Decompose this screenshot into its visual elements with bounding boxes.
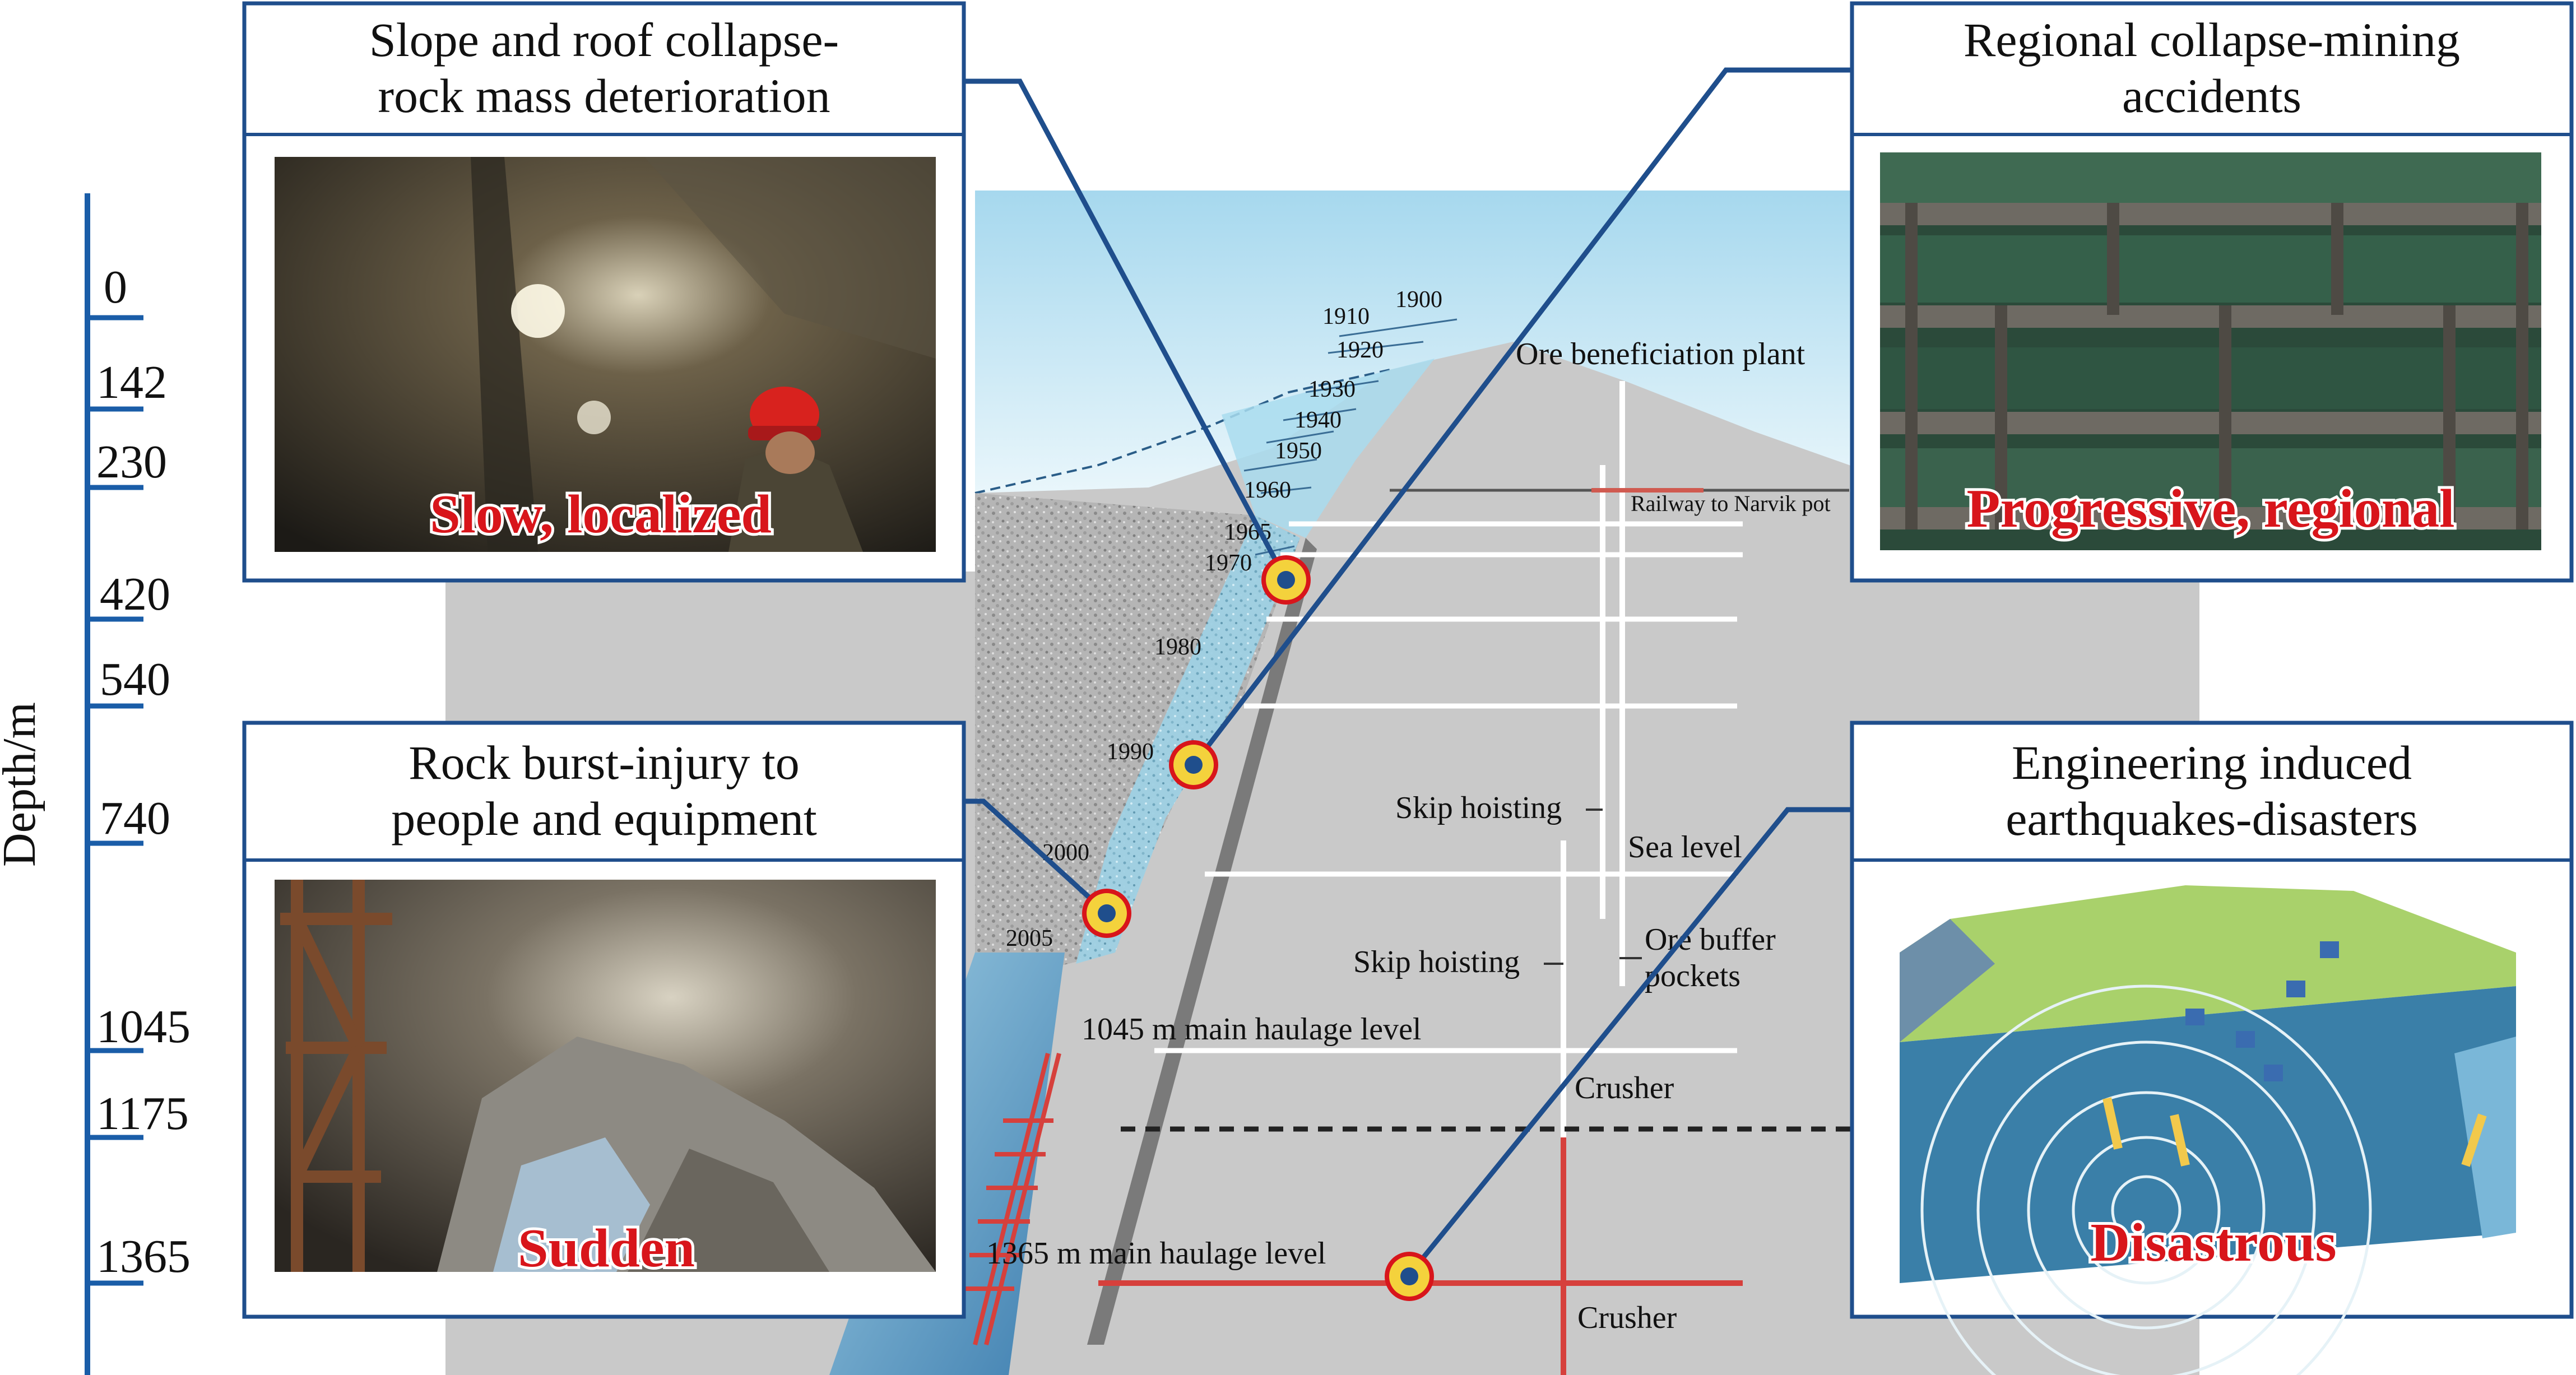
marker-1990	[1169, 740, 1218, 789]
leader-rockburst	[964, 798, 1109, 916]
photo-rockburst: Sudden	[275, 880, 936, 1281]
skip-hoisting-label-upper: Skip hoisting	[1395, 791, 1562, 825]
leader-slope	[964, 78, 1288, 582]
plant-label: Ore beneficiation plant	[1516, 337, 1805, 371]
callout-title-line1: Rock burst-injury to	[409, 736, 800, 789]
leader-regional	[1191, 67, 1852, 767]
callout-regional-collapse: Regional collapse-mining accidents	[1850, 1, 2574, 583]
callout-title-line2: accidents	[2122, 69, 2301, 123]
callout-rock-burst: Rock burst-injury to people and equipmen…	[242, 721, 966, 1319]
caved-rock-wet-zone	[1076, 515, 1300, 964]
depth-tick-label: 230	[96, 436, 167, 488]
year-label: 1990	[1107, 739, 1154, 765]
stress-arrows	[2102, 1097, 2487, 1167]
crusher-label-upper: Crusher	[1575, 1071, 1674, 1105]
year-label: 1970	[1205, 550, 1252, 576]
callout-leader-lines	[964, 67, 1852, 1276]
callout-induced-earthquake: Engineering induced earthquakes-disaster…	[1850, 721, 2574, 1375]
timber-supports	[280, 880, 392, 1272]
depth-tick-label: 740	[100, 792, 170, 844]
callout-title-line2: people and equipment	[391, 792, 817, 846]
year-labels: 1900 1910 1920 1930 1940 1950 1960 1965 …	[1006, 287, 1442, 951]
event-markers	[1082, 555, 1434, 1301]
depth-tick-label: 142	[96, 356, 167, 408]
callout-title-line1: Engineering induced	[2012, 736, 2412, 789]
pit-outline	[974, 369, 1390, 494]
depth-axis: 0 142 230 420 540 740 1045 1175 1365 Dep…	[0, 193, 191, 1375]
year-label: 1900	[1395, 287, 1442, 313]
railway-label: Railway to Narvik pot	[1631, 491, 1831, 516]
callout-title-line2: earthquakes-disasters	[2006, 792, 2418, 846]
seismic-waves	[1920, 984, 2372, 1375]
depth-axis-title: Depth/m	[0, 702, 45, 867]
callout-title-line2: rock mass deterioration	[378, 69, 830, 123]
year-label: 1920	[1336, 337, 1384, 363]
photo-slope: Slow, localized	[275, 157, 936, 552]
depth-axis-ticks	[87, 315, 143, 1286]
depth-tick-label: 420	[100, 568, 170, 620]
depth-tick-label: 0	[104, 261, 127, 313]
marker-1365	[1385, 1252, 1434, 1301]
pit-water	[1222, 359, 1435, 538]
crusher-label-lower: Crusher	[1577, 1300, 1677, 1335]
year-label: 2005	[1006, 926, 1053, 951]
depth-tick-label: 540	[100, 653, 170, 705]
level-1045-label: 1045 m main haulage level	[1082, 1012, 1421, 1047]
marker-1970	[1261, 555, 1311, 605]
year-label: 1960	[1244, 477, 1291, 503]
callout-title-line1: Slope and roof collapse-	[369, 13, 839, 67]
photo-caption: Disastrous	[2090, 1213, 2336, 1273]
beam-posts	[1905, 203, 2528, 529]
orebody-band	[1087, 538, 1317, 1345]
photo-regional: Progressive, regional	[1880, 152, 2541, 550]
ore-buffer-label-line1: Ore buffer	[1645, 922, 1776, 957]
year-label: 1930	[1308, 377, 1356, 402]
mine-labels: Ore beneficiation plant Railway to Narvi…	[986, 337, 1831, 1335]
year-label: 1910	[1322, 304, 1370, 329]
photo-earthquake: Disastrous	[1900, 885, 2516, 1375]
label-leader-lines	[1544, 809, 1642, 965]
year-label: 1940	[1294, 407, 1342, 433]
village-houses	[2185, 941, 2339, 1081]
photo-caption: Progressive, regional	[1967, 479, 2455, 539]
wooden-beams	[1880, 203, 2541, 529]
depth-tick-label: 1365	[96, 1230, 191, 1283]
photo-caption: Sudden	[518, 1218, 695, 1279]
year-label: 1980	[1154, 634, 1201, 660]
callout-title-line1: Regional collapse-mining	[1964, 13, 2460, 67]
sea-level-label: Sea level	[1628, 830, 1742, 865]
leader-earthquake	[1407, 807, 1852, 1276]
level-1365-label: 1365 m main haulage level	[986, 1236, 1326, 1271]
photo-caption: Slow, localized	[430, 484, 772, 545]
marker-2005	[1082, 889, 1131, 938]
depth-tick-label: 1175	[96, 1088, 189, 1140]
callout-slope-collapse: Slope and roof collapse- rock mass deter…	[242, 1, 966, 583]
miner-figure	[728, 387, 863, 552]
year-contour-lines	[1243, 318, 1458, 556]
skip-hoisting-label-lower: Skip hoisting	[1353, 945, 1520, 979]
red-stairway	[961, 1053, 1061, 1345]
year-label: 1950	[1275, 438, 1322, 464]
depth-tick-label: 1045	[96, 1001, 191, 1053]
